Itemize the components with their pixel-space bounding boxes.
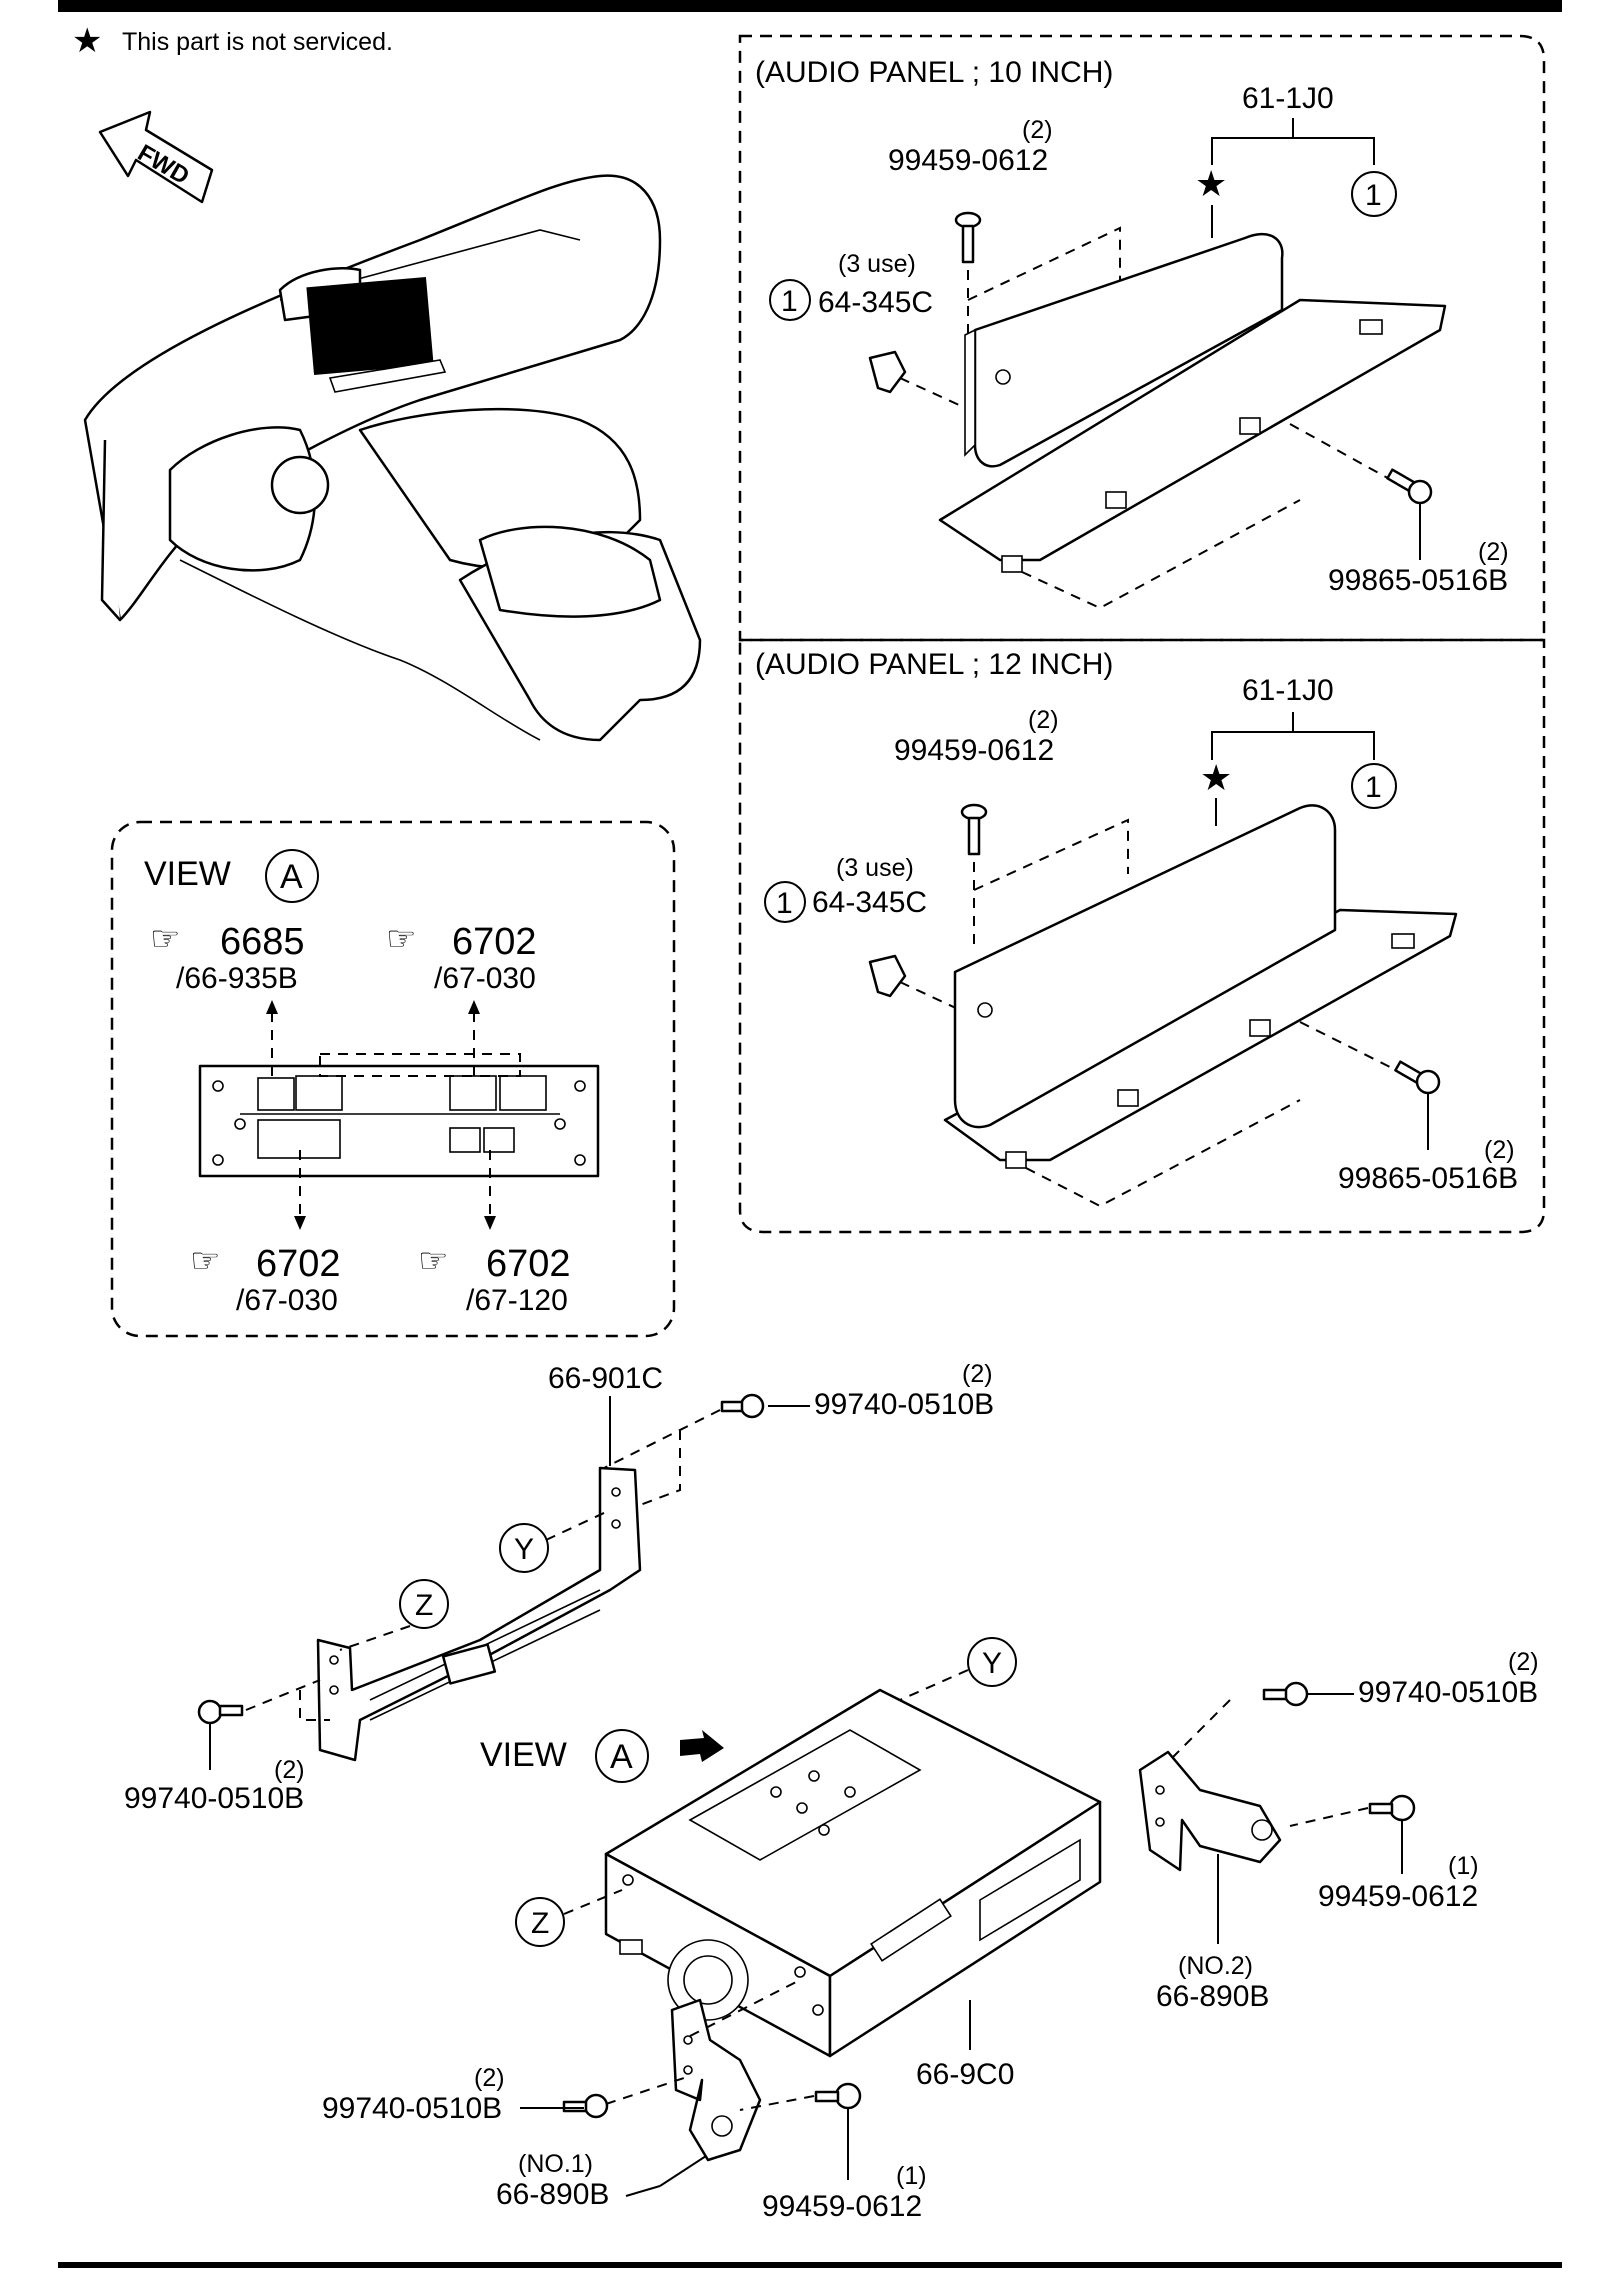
y-marker-2: Y bbox=[982, 1647, 1002, 1680]
screw-icon bbox=[814, 2082, 862, 2110]
unit-part: 66-9C0 bbox=[916, 2058, 1014, 2091]
bracket-top-part: 66-901C bbox=[548, 1362, 663, 1395]
z-marker-1: Z bbox=[415, 1589, 433, 1622]
panel-10-clip-part: 64-345C bbox=[818, 286, 933, 319]
view-a-section: VIEW A ☞ 6685 /66-935B ☞ 6702 /67-030 bbox=[110, 820, 676, 1338]
fwd-arrow-icon: FWD bbox=[98, 110, 214, 204]
screw-right-small-part: 99459-0612 bbox=[1318, 1880, 1478, 1913]
panel-12-inch-section: (AUDIO PANEL ; 12 INCH) 61-1J0 ★ 1 (2) 9… bbox=[738, 638, 1546, 1234]
screw-right-qty: (2) bbox=[1508, 1648, 1539, 1676]
circle-1-label: 1 bbox=[781, 285, 798, 318]
view-a-label-lower: VIEW bbox=[480, 1736, 567, 1774]
top-border bbox=[58, 0, 1562, 12]
hand-pointer-icon: ☞ bbox=[150, 920, 180, 958]
panel-12-clip-part: 64-345C bbox=[812, 886, 927, 919]
circle-1-label: 1 bbox=[776, 887, 793, 920]
star-icon: ★ bbox=[1195, 163, 1227, 204]
panel-12-screw-bottom-part: 99865-0516B bbox=[1338, 1162, 1518, 1195]
view-a-ref-1-sub: /66-935B bbox=[176, 962, 298, 995]
circle-1-label: 1 bbox=[1365, 771, 1382, 804]
dashboard-illustration bbox=[83, 174, 702, 742]
bracket-no2-no: (NO.2) bbox=[1178, 1952, 1253, 1980]
screw-icon bbox=[1394, 1060, 1441, 1095]
screw-icon bbox=[562, 2093, 609, 2119]
screw-icon bbox=[1386, 468, 1433, 505]
screw-bottom-part: 99459-0612 bbox=[762, 2190, 922, 2223]
view-direction-arrow-icon bbox=[680, 1730, 724, 1762]
screw-right-part: 99740-0510B bbox=[1358, 1676, 1538, 1709]
audio-panel-10-illustration bbox=[938, 232, 1447, 573]
screw-left-qty: (2) bbox=[274, 1756, 305, 1784]
clip-icon bbox=[868, 350, 907, 394]
screw-tr-part: 99740-0510B bbox=[814, 1388, 994, 1421]
bottom-border bbox=[58, 2262, 1562, 2268]
bracket-no2-part: 66-890B bbox=[1156, 1980, 1269, 2013]
view-a-ref-1-num: 6685 bbox=[220, 921, 305, 963]
panel-10-screw-bottom-part: 99865-0516B bbox=[1328, 564, 1508, 597]
screw-icon bbox=[954, 211, 982, 264]
screw-tr-qty: (2) bbox=[962, 1360, 993, 1388]
screw-bl-part: 99740-0510B bbox=[322, 2092, 502, 2125]
view-a-ref-4-sub: /67-120 bbox=[466, 1284, 568, 1317]
view-a-ref-2-sub: /67-030 bbox=[434, 962, 536, 995]
audio-unit-illustration bbox=[604, 1688, 1102, 2058]
circle-1-label: 1 bbox=[1365, 179, 1382, 212]
view-a-ref-3-num: 6702 bbox=[256, 1243, 341, 1285]
panel-12-screw-top-qty: (2) bbox=[1028, 706, 1059, 734]
audio-panel-12-illustration bbox=[943, 804, 1458, 1169]
lower-assembly: 66-901C (2) 99740-0510B Y Z bbox=[124, 1360, 1539, 2223]
hand-pointer-icon: ☞ bbox=[190, 1242, 220, 1280]
view-a-title: VIEW bbox=[144, 855, 231, 893]
panel-12-clip-use: (3 use) bbox=[836, 854, 914, 882]
panel-12-group: 61-1J0 bbox=[1242, 674, 1334, 707]
screw-icon bbox=[1262, 1681, 1309, 1707]
screw-bottom-qty: (1) bbox=[896, 2162, 927, 2190]
panel-10-screw-top-part: 99459-0612 bbox=[888, 144, 1048, 177]
note-text: This part is not serviced. bbox=[122, 28, 393, 56]
bracket-no1-no: (NO.1) bbox=[518, 2150, 593, 2178]
view-a-ref-4-num: 6702 bbox=[486, 1243, 571, 1285]
panel-10-screw-bottom-qty: (2) bbox=[1478, 538, 1509, 566]
panel-10-group: 61-1J0 bbox=[1242, 82, 1334, 115]
bracket-no1-part: 66-890B bbox=[496, 2178, 609, 2211]
z-marker-2: Z bbox=[531, 1907, 549, 1940]
star-icon: ★ bbox=[72, 22, 102, 60]
view-a-letter: A bbox=[280, 858, 303, 896]
hand-pointer-icon: ☞ bbox=[418, 1242, 448, 1280]
screw-icon bbox=[960, 803, 988, 856]
screw-icon bbox=[197, 1699, 244, 1725]
screw-icon bbox=[720, 1393, 765, 1419]
view-a-ref-3-sub: /67-030 bbox=[236, 1284, 338, 1317]
panel-10-inch-section: (AUDIO PANEL ; 10 INCH) 61-1J0 ★ 1 (2) 9… bbox=[738, 34, 1546, 642]
panel-12-screw-bottom-qty: (2) bbox=[1484, 1136, 1515, 1164]
panel-12-screw-top-part: 99459-0612 bbox=[894, 734, 1054, 767]
panel-12-title: (AUDIO PANEL ; 12 INCH) bbox=[755, 648, 1113, 681]
hand-pointer-icon: ☞ bbox=[386, 920, 416, 958]
screw-right-small-qty: (1) bbox=[1448, 1852, 1479, 1880]
screw-icon bbox=[1368, 1794, 1416, 1822]
view-a-ref-2-num: 6702 bbox=[452, 921, 537, 963]
y-marker-1: Y bbox=[514, 1533, 534, 1566]
screw-left-part: 99740-0510B bbox=[124, 1782, 304, 1815]
star-icon: ★ bbox=[1200, 757, 1232, 798]
view-a-letter-lower: A bbox=[610, 1738, 633, 1776]
panel-10-clip-use: (3 use) bbox=[838, 250, 916, 278]
clip-icon bbox=[868, 954, 907, 998]
panel-10-title: (AUDIO PANEL ; 10 INCH) bbox=[755, 56, 1113, 89]
screw-bl-qty: (2) bbox=[474, 2064, 505, 2092]
panel-10-screw-top-qty: (2) bbox=[1022, 116, 1053, 144]
